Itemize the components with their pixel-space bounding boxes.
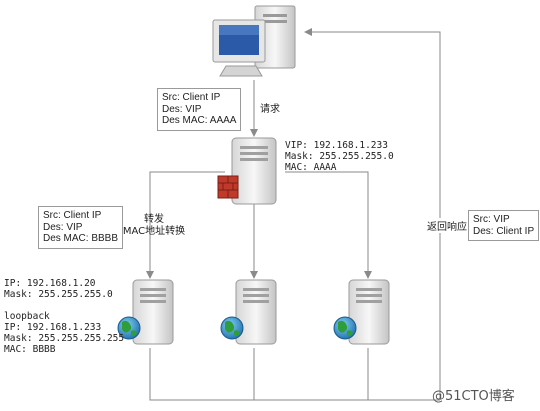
forward-label: 转发 MAC地址转换: [118, 214, 190, 238]
return-line-left: [149, 348, 440, 401]
packet-line: Src: Client IP: [43, 210, 102, 221]
forward-label-line: MAC地址转换: [122, 226, 186, 237]
forward-packet-box: Src: Client IP Des: VIP Des MAC: BBBB: [38, 206, 124, 249]
forward-label-line: 转发: [144, 214, 164, 225]
load-balancer-info: VIP: 192.168.1.233 Mask: 255.255.255.0 M…: [285, 140, 394, 173]
packet-line: Des MAC: BBBB: [43, 233, 119, 244]
return-packet-box: Src: VIP Des: Client IP: [468, 210, 540, 241]
packet-line: Des MAC: AAAA: [162, 115, 237, 126]
distribution-line-right: [285, 171, 372, 279]
packet-line: Des: VIP: [162, 103, 202, 115]
real-server-2-icon: [235, 279, 277, 345]
packet-line: Src: Client IP: [162, 92, 221, 103]
info-line: MAC: AAAA: [285, 162, 337, 173]
packet-line: Des: Client IP: [473, 225, 535, 237]
globe-icon: [117, 316, 141, 340]
info-line: loopback: [4, 311, 50, 322]
distribution-line-left: [146, 171, 225, 279]
watermark: @51CTO博客: [432, 389, 515, 404]
packet-line: Src: VIP: [473, 214, 510, 225]
info-line: Mask: 255.255.255.0: [4, 289, 113, 300]
client-computer-icon: [212, 5, 296, 77]
info-line: IP: 192.168.1.233: [4, 322, 102, 333]
info-line: Mask: 255.255.255.255: [4, 333, 125, 344]
info-line: [4, 300, 124, 311]
info-line: IP: 192.168.1.20: [4, 278, 96, 289]
client-request-packet-box: Src: Client IP Des: VIP Des MAC: AAAA: [157, 88, 242, 131]
real-server-info: IP: 192.168.1.20 Mask: 255.255.255.0 loo…: [4, 278, 124, 355]
globe-icon: [220, 316, 244, 340]
packet-line: Des: VIP: [43, 221, 83, 233]
request-label: 请求: [260, 104, 280, 115]
return-arrow: [304, 28, 441, 400]
firewall-icon: [217, 175, 239, 199]
info-line: Mask: 255.255.255.0: [285, 151, 394, 162]
connection-lines: [146, 28, 441, 401]
return-label: 返回响应: [425, 218, 469, 233]
globe-icon: [333, 316, 357, 340]
real-server-3-icon: [348, 279, 390, 345]
info-line: VIP: 192.168.1.233: [285, 140, 388, 151]
load-balancer-server-icon: [231, 137, 277, 205]
info-line: MAC: BBBB: [4, 344, 56, 355]
real-server-1-icon: [132, 279, 174, 345]
